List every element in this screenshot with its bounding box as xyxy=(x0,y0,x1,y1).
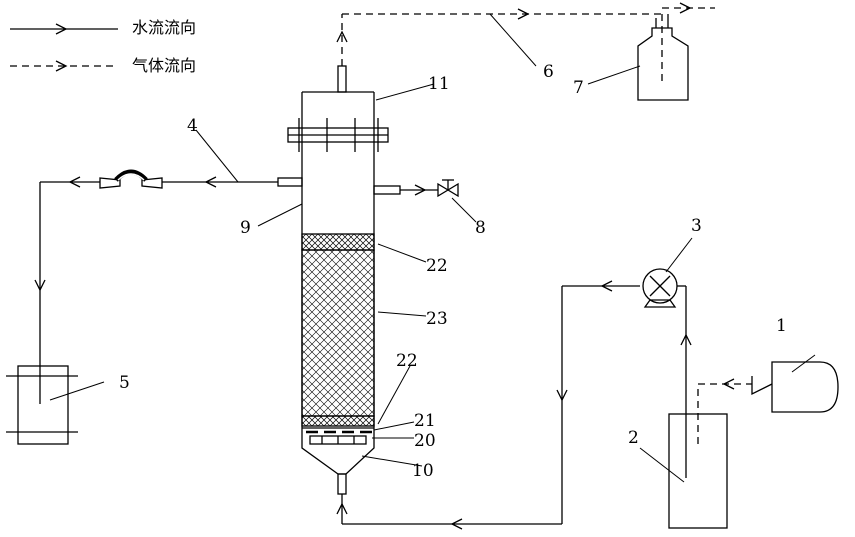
leader-lines xyxy=(49,13,816,483)
gas-arrow-out xyxy=(679,2,692,14)
label-22-upper: 22 xyxy=(426,256,448,276)
label-20: 20 xyxy=(414,431,436,451)
label-3: 3 xyxy=(691,216,702,236)
gas-arrow-right xyxy=(517,8,530,20)
label-2: 2 xyxy=(628,428,639,448)
support-plate xyxy=(302,427,374,434)
feed-line xyxy=(336,280,640,530)
packing-lower xyxy=(301,415,375,427)
effluent-tank xyxy=(6,365,78,445)
packing-main xyxy=(301,249,375,417)
gas-arrow-up xyxy=(336,30,348,43)
legend-gas-line xyxy=(10,60,118,72)
effluent-clip xyxy=(99,169,163,189)
label-8: 8 xyxy=(475,218,486,238)
legend-water-label: 水流流向 xyxy=(132,18,197,37)
label-4: 4 xyxy=(187,116,198,136)
label-5: 5 xyxy=(119,373,130,393)
label-23: 23 xyxy=(426,309,448,329)
label-9: 9 xyxy=(240,218,251,238)
label-11: 11 xyxy=(428,74,450,94)
packing-upper xyxy=(301,233,375,251)
sampling-valve xyxy=(373,179,459,198)
gas-outlet-pipe xyxy=(337,65,347,93)
legend-gas-label: 气体流向 xyxy=(132,56,197,75)
label-22-lower: 22 xyxy=(396,351,418,371)
label-6: 6 xyxy=(543,62,554,82)
label-1: 1 xyxy=(776,316,787,336)
label-7: 7 xyxy=(573,78,584,98)
flange xyxy=(287,118,389,152)
gas-collection-bottle xyxy=(637,14,689,101)
label-10: 10 xyxy=(412,461,434,481)
gas-supply-line xyxy=(697,376,773,444)
distributor xyxy=(309,435,367,445)
pump xyxy=(642,268,692,478)
label-21: 21 xyxy=(414,411,436,431)
legend-water-line xyxy=(10,23,118,35)
gas-cylinder xyxy=(771,361,839,413)
effluent-pipe xyxy=(34,176,303,404)
gas-line xyxy=(341,7,715,84)
